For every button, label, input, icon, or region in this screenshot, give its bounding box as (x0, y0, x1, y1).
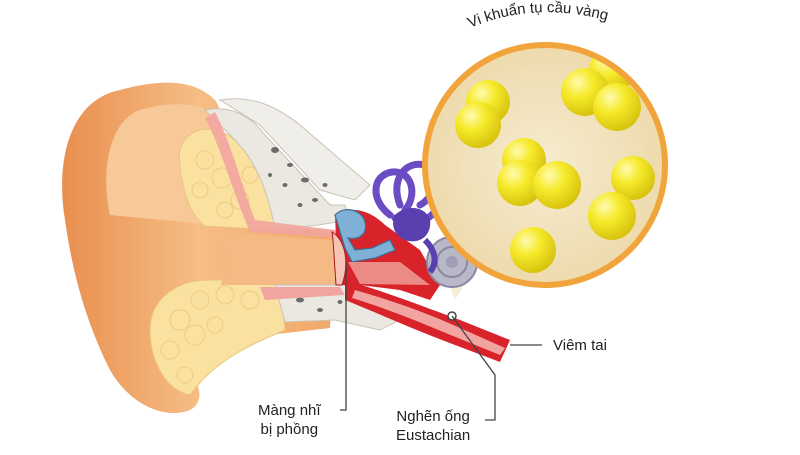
leader-lines (340, 262, 542, 421)
middle-ear-fluid (348, 262, 430, 285)
vestibule (393, 208, 431, 242)
bacterium (510, 227, 556, 273)
bone-pores (268, 147, 343, 312)
eustachian-label: Nghẽn ống Eustachian (396, 407, 470, 445)
bacterium (455, 102, 501, 148)
cochlear-nerve (422, 237, 438, 274)
eardrum-label: Màng nhĩ bị phồng (258, 401, 321, 439)
inflamed-canal-tissue-lower (260, 287, 345, 300)
eustachian-label-line2: Eustachian (396, 427, 471, 444)
bacterium (497, 160, 543, 206)
bacterium (533, 161, 581, 209)
magnified-view-border (422, 42, 668, 288)
ear-infection-label: Viêm tai (553, 337, 607, 354)
bacterium (588, 192, 636, 240)
temporal-bone-top (218, 98, 371, 201)
cochlea-inner (446, 256, 458, 268)
bacterium (611, 156, 655, 200)
bacteria-label-curve: Vi khuẩn tụ cầu vàng (465, 0, 610, 32)
eustachian-tube-inner (352, 290, 505, 355)
eardrum-label-line1: Màng nhĩ (258, 402, 321, 419)
bacteria-label-text: Vi khuẩn tụ cầu vàng (465, 0, 610, 32)
inflamed-canal-tissue-upper (205, 112, 340, 238)
bacterium (593, 83, 641, 131)
eardrum-label-line2: bị phồng (260, 421, 319, 438)
eustachian-label-line1: Nghẽn ống (396, 408, 470, 425)
ear-canal (215, 232, 338, 285)
ossicles (334, 209, 396, 263)
